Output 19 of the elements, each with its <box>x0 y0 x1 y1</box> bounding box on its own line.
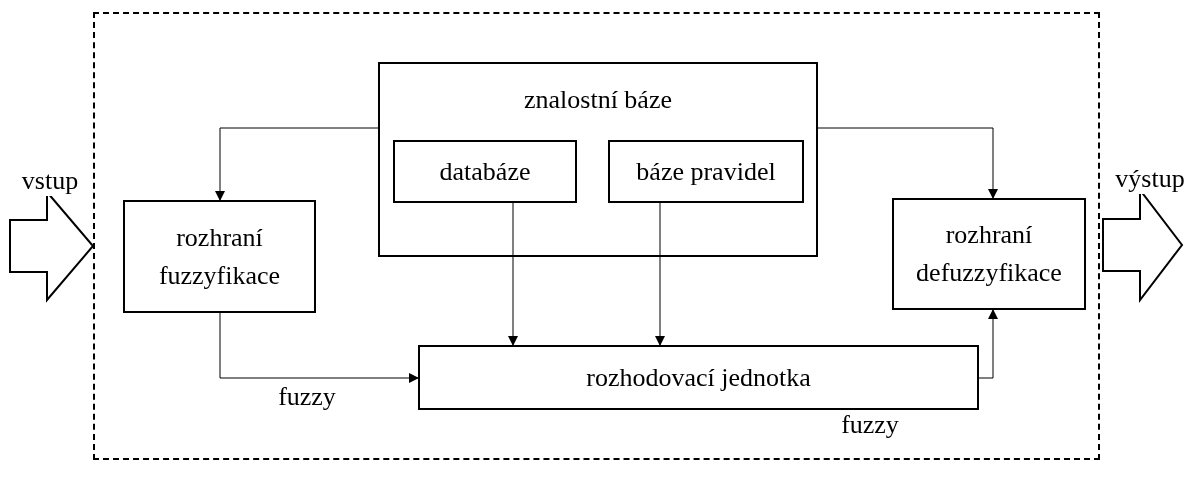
process-box <box>892 198 1086 310</box>
arrow <box>817 127 998 199</box>
process-box <box>608 140 804 203</box>
dashed-system-boundary <box>93 12 1100 460</box>
node-label: znalostní báze <box>524 85 672 114</box>
arrow <box>219 312 419 383</box>
node-label: rozhraní defuzzyfikace <box>915 219 1063 289</box>
process-box <box>418 345 979 410</box>
node-label: rozhodovací jednotka <box>586 362 811 394</box>
process-box <box>123 200 316 313</box>
node-label: databáze <box>439 156 531 188</box>
arrow <box>215 127 379 201</box>
process-box <box>393 140 577 203</box>
arrow <box>978 309 998 379</box>
node-label: rozhraní fuzzyfikace <box>157 221 282 292</box>
arrow <box>655 202 665 346</box>
node-label: báze pravidel <box>636 156 776 188</box>
arrow <box>508 202 518 346</box>
process-box <box>378 62 818 257</box>
